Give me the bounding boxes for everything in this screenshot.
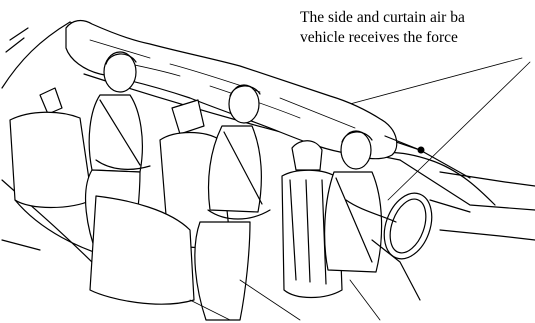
steering-wheel [372, 187, 535, 300]
